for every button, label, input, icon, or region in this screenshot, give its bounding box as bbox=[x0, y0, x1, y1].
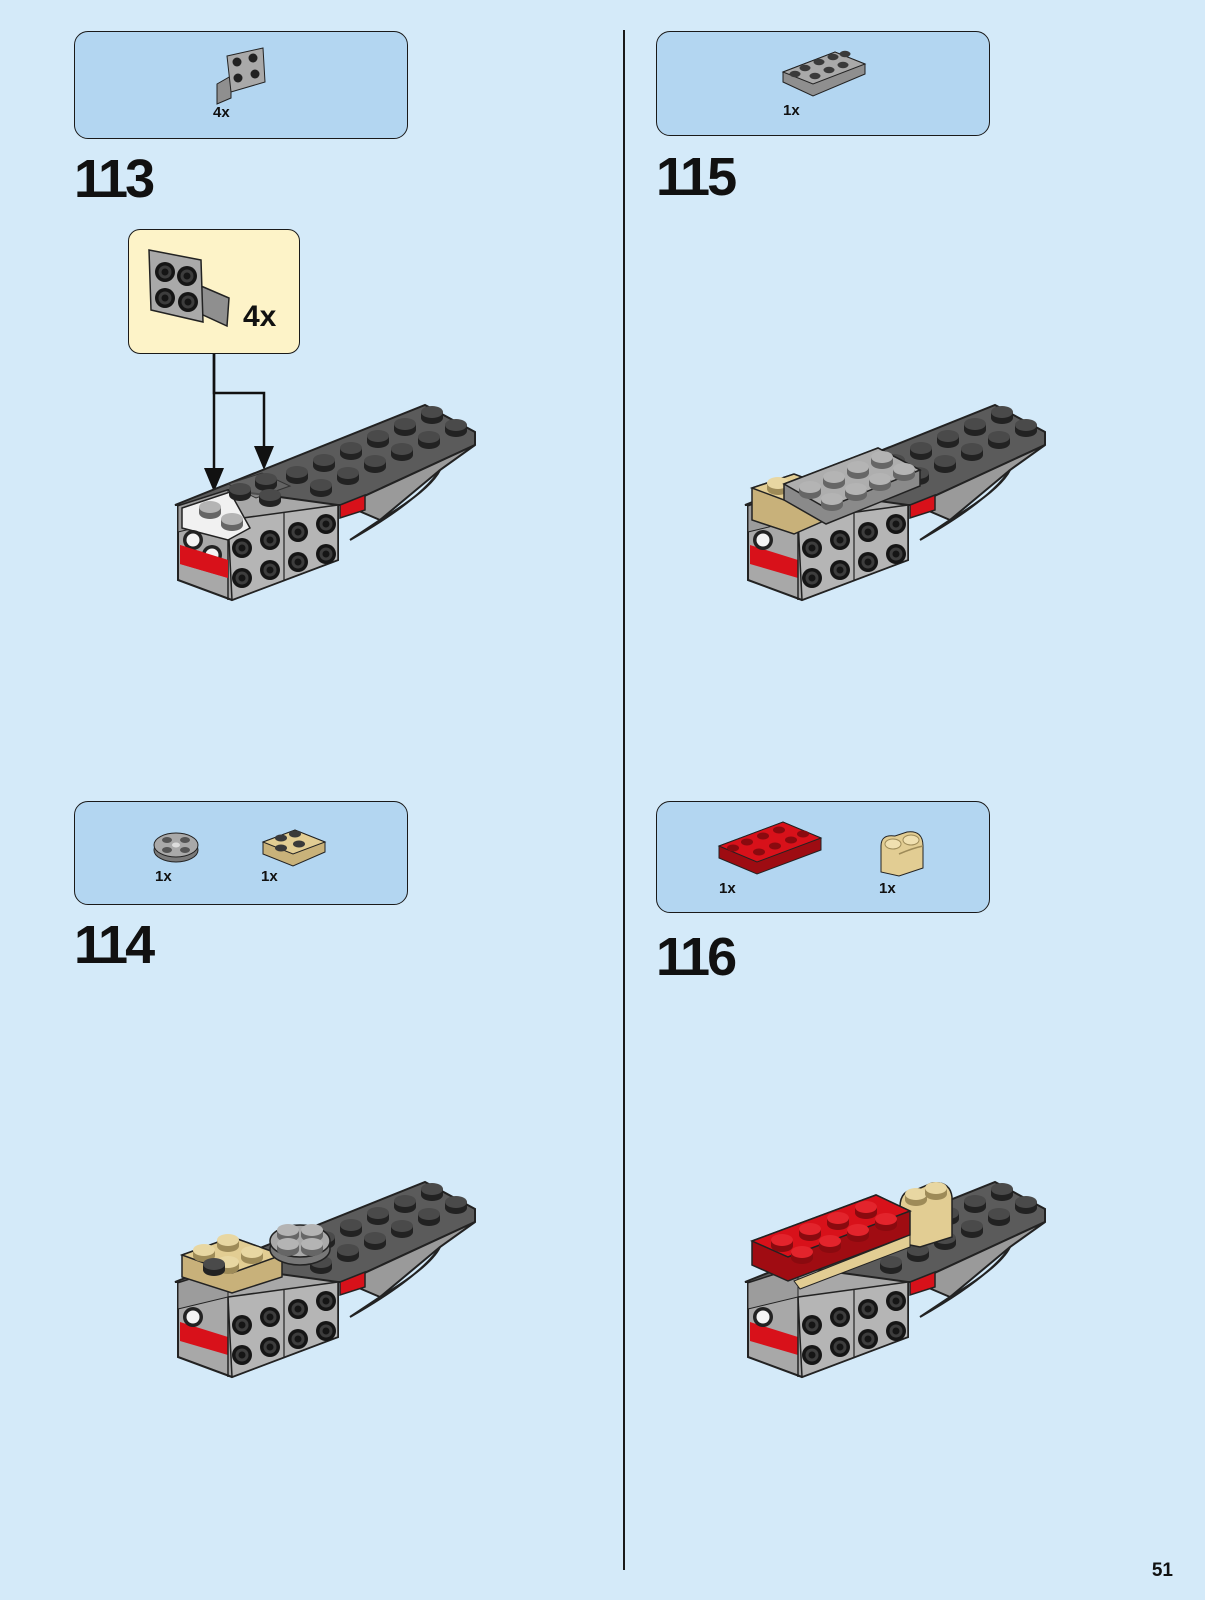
page-number: 51 bbox=[1152, 1560, 1173, 1582]
assembly-116 bbox=[570, 777, 1205, 1600]
